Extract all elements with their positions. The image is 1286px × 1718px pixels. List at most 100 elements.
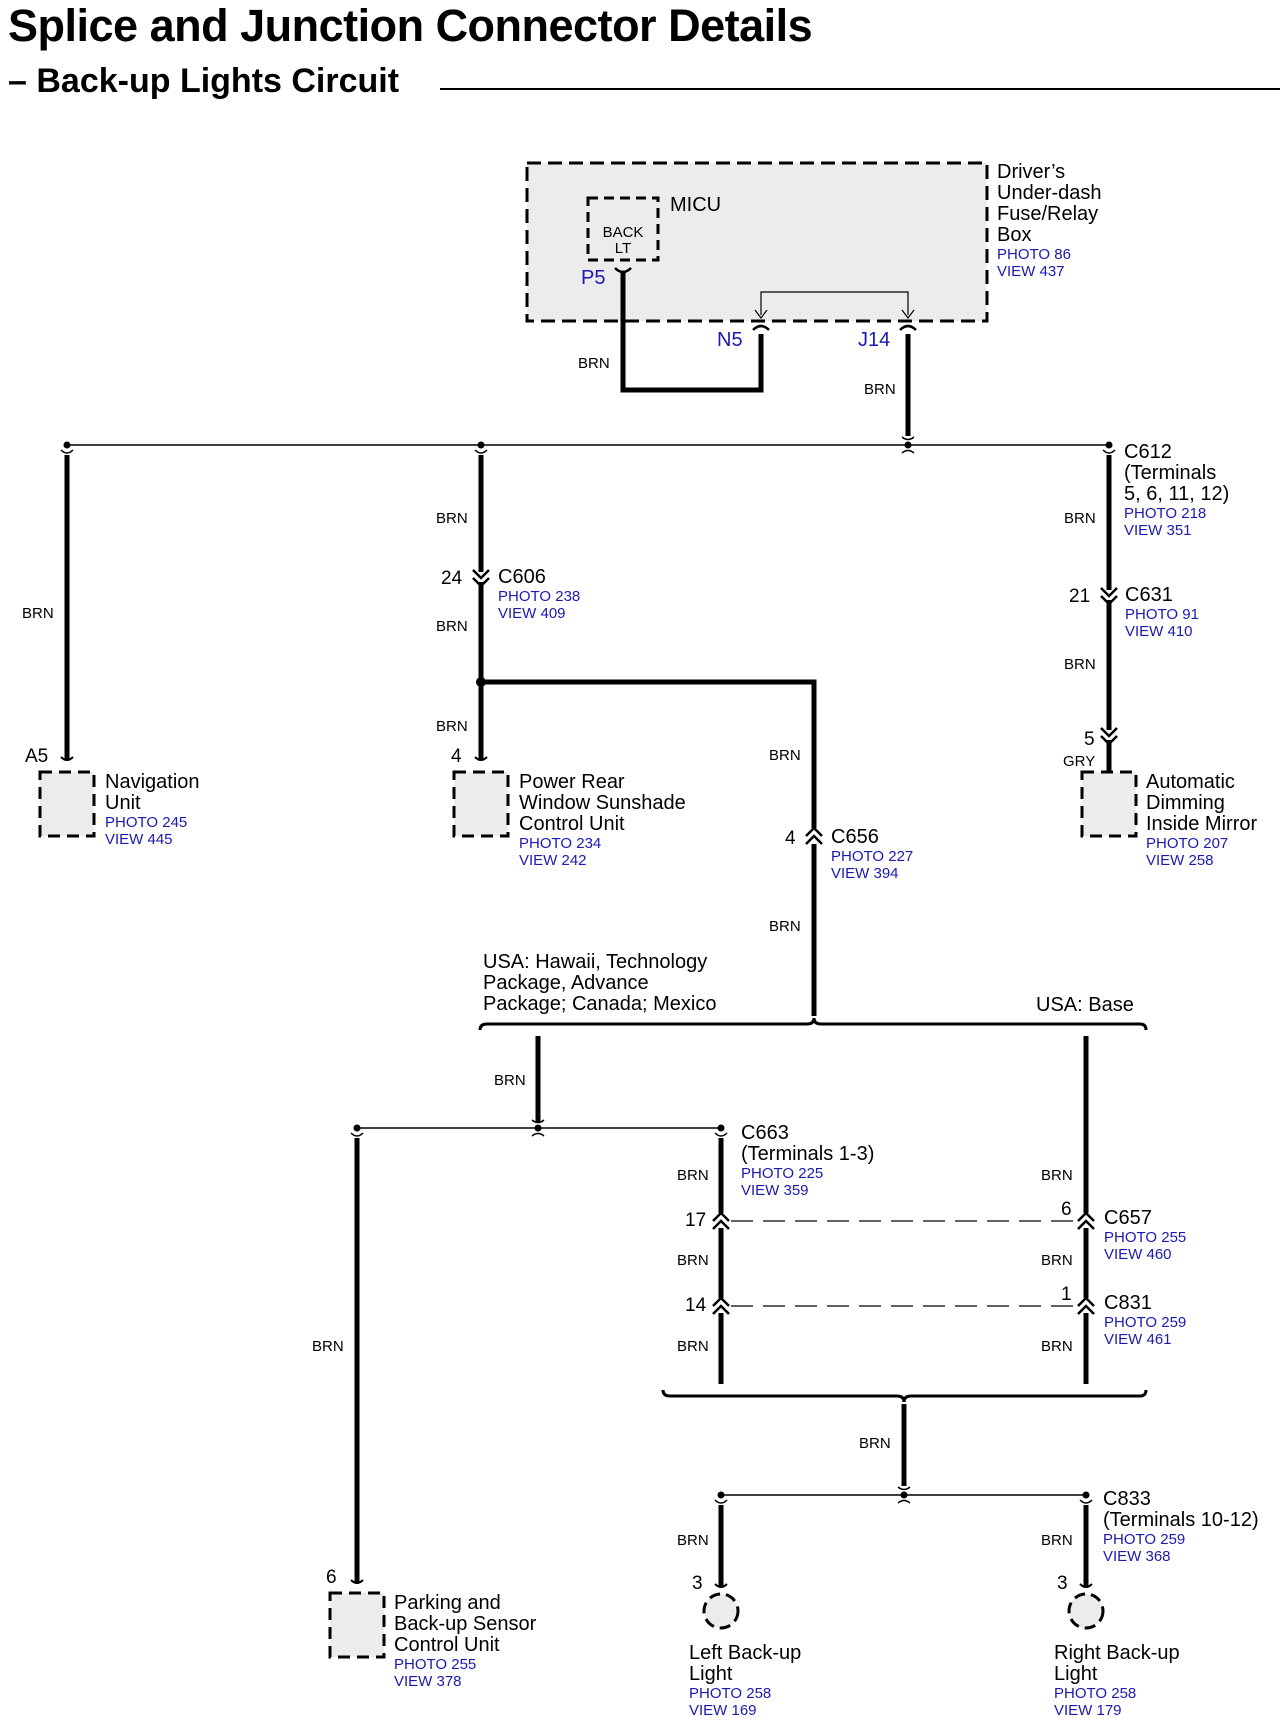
pin-n5: N5	[717, 329, 743, 351]
nav-photo: PHOTO 245	[105, 814, 187, 831]
c663-line1: C663	[741, 1122, 789, 1144]
wire-label-l2: BRN	[677, 1252, 709, 1269]
right-light-label-1: Right Back-up	[1054, 1642, 1180, 1664]
c657-view: VIEW 460	[1104, 1246, 1172, 1263]
mirror-label-2: Dimming	[1146, 792, 1225, 814]
pin-j14: J14	[858, 329, 890, 351]
page-subtitle: – Back-up Lights Circuit	[8, 62, 400, 100]
left-light-photo: PHOTO 258	[689, 1685, 771, 1702]
mirror-view: VIEW 258	[1146, 852, 1214, 869]
nav-view: VIEW 445	[105, 831, 173, 848]
mirror-pin: 5	[1084, 729, 1095, 750]
c833-photo: PHOTO 259	[1103, 1531, 1185, 1548]
c631-view: VIEW 410	[1125, 623, 1193, 640]
fuse-box-photo: PHOTO 86	[997, 246, 1071, 263]
c656-name: C656	[831, 826, 879, 848]
c606-view: VIEW 409	[498, 605, 566, 622]
sunshade-pin: 4	[451, 746, 462, 767]
variant-bracket	[478, 1017, 1148, 1031]
right-light-pin: 3	[1057, 1573, 1068, 1594]
c656-pin: 4	[785, 828, 796, 849]
c612-view: VIEW 351	[1124, 522, 1192, 539]
wire-label-left-variant: BRN	[494, 1072, 526, 1089]
right-light-photo: PHOTO 258	[1054, 1685, 1136, 1702]
wire-label-c656-bot: BRN	[769, 918, 801, 935]
left-light-view: VIEW 169	[689, 1702, 757, 1718]
c606-photo: PHOTO 238	[498, 588, 580, 605]
wire-label-sun-1: BRN	[436, 510, 468, 527]
right-light-bulb	[1067, 1592, 1105, 1630]
fuse-box-view: VIEW 437	[997, 263, 1065, 280]
mirror-unit-box	[1080, 770, 1138, 838]
parking-pin: 6	[326, 1567, 337, 1588]
c663-photo: PHOTO 225	[741, 1165, 823, 1182]
nav-label-1: Navigation	[105, 771, 200, 793]
variant-left-1: USA: Hawaii, Technology	[483, 951, 707, 973]
sunshade-photo: PHOTO 234	[519, 835, 601, 852]
c612-line3: 5, 6, 11, 12)	[1124, 483, 1229, 505]
navigation-unit-box	[38, 770, 96, 838]
back-lt-line2: LT	[615, 240, 631, 257]
wire-label-l1: BRN	[677, 1167, 709, 1184]
variant-right: USA: Base	[1036, 994, 1134, 1016]
wire-label-r2: BRN	[1041, 1252, 1073, 1269]
wire-label-r1: BRN	[1041, 1167, 1073, 1184]
wire-label-j14: BRN	[864, 381, 896, 398]
c612-photo: PHOTO 218	[1124, 505, 1206, 522]
c657-pin-right: 6	[1061, 1199, 1072, 1220]
parking-label-2: Back-up Sensor	[394, 1613, 537, 1635]
parking-label-3: Control Unit	[394, 1634, 500, 1656]
parking-label-1: Parking and	[394, 1592, 501, 1614]
parking-unit-box	[328, 1591, 386, 1659]
c656-photo: PHOTO 227	[831, 848, 913, 865]
wire-label-sun-3: BRN	[436, 718, 468, 735]
pin-p5: P5	[581, 267, 605, 289]
mirror-photo: PHOTO 207	[1146, 835, 1228, 852]
right-light-label-2: Light	[1054, 1663, 1098, 1685]
left-light-bulb	[702, 1592, 740, 1630]
sunshade-label-3: Control Unit	[519, 813, 625, 835]
wire-label-c656-top: BRN	[769, 747, 801, 764]
sunshade-label-1: Power Rear	[519, 771, 625, 793]
wires-top	[620, 272, 911, 436]
wire-label-left-light: BRN	[677, 1532, 709, 1549]
internal-jumper	[760, 291, 909, 315]
c631-name: C631	[1125, 584, 1173, 606]
merge-bracket	[661, 1389, 1148, 1403]
c631-photo: PHOTO 91	[1125, 606, 1199, 623]
variant-left-3: Package; Canada; Mexico	[483, 993, 716, 1015]
nav-label-2: Unit	[105, 792, 141, 814]
c831-photo: PHOTO 259	[1104, 1314, 1186, 1331]
c631-pin: 21	[1069, 586, 1090, 607]
right-light-view: VIEW 179	[1054, 1702, 1122, 1718]
wire-label-merge: BRN	[859, 1435, 891, 1452]
c833-line1: C833	[1103, 1488, 1151, 1510]
left-light-pin: 3	[692, 1573, 703, 1594]
variant-left-2: Package, Advance	[483, 972, 649, 994]
fuse-box-label-2: Under-dash	[997, 182, 1102, 204]
c606-name: C606	[498, 566, 546, 588]
c831-pin-right: 1	[1061, 1284, 1072, 1305]
parking-photo: PHOTO 255	[394, 1656, 476, 1673]
wire-label-sun-2: BRN	[436, 618, 468, 635]
wire-label-mir-2: BRN	[1064, 656, 1096, 673]
wire-label-gry: GRY	[1063, 753, 1095, 770]
fuse-box-label-3: Fuse/Relay	[997, 203, 1098, 225]
wire-label-p5: BRN	[578, 355, 610, 372]
c657-pin-left: 17	[685, 1210, 706, 1231]
c663-line2: (Terminals 1-3)	[741, 1143, 874, 1165]
mirror-label-3: Inside Mirror	[1146, 813, 1257, 835]
c657-photo: PHOTO 255	[1104, 1229, 1186, 1246]
c606-pin: 24	[441, 568, 463, 589]
c657-name: C657	[1104, 1207, 1152, 1229]
page-title: Splice and Junction Connector Details	[8, 0, 813, 51]
sunshade-unit-box	[452, 770, 510, 838]
c612-line2: (Terminals	[1124, 462, 1216, 484]
wire-label-parking: BRN	[312, 1338, 344, 1355]
top-bus-splices	[63, 441, 1113, 449]
subtitle-rule	[440, 88, 1280, 90]
micu-label: MICU	[670, 194, 721, 216]
fuse-box-label-4: Box	[997, 224, 1031, 246]
c833-view: VIEW 368	[1103, 1548, 1171, 1565]
